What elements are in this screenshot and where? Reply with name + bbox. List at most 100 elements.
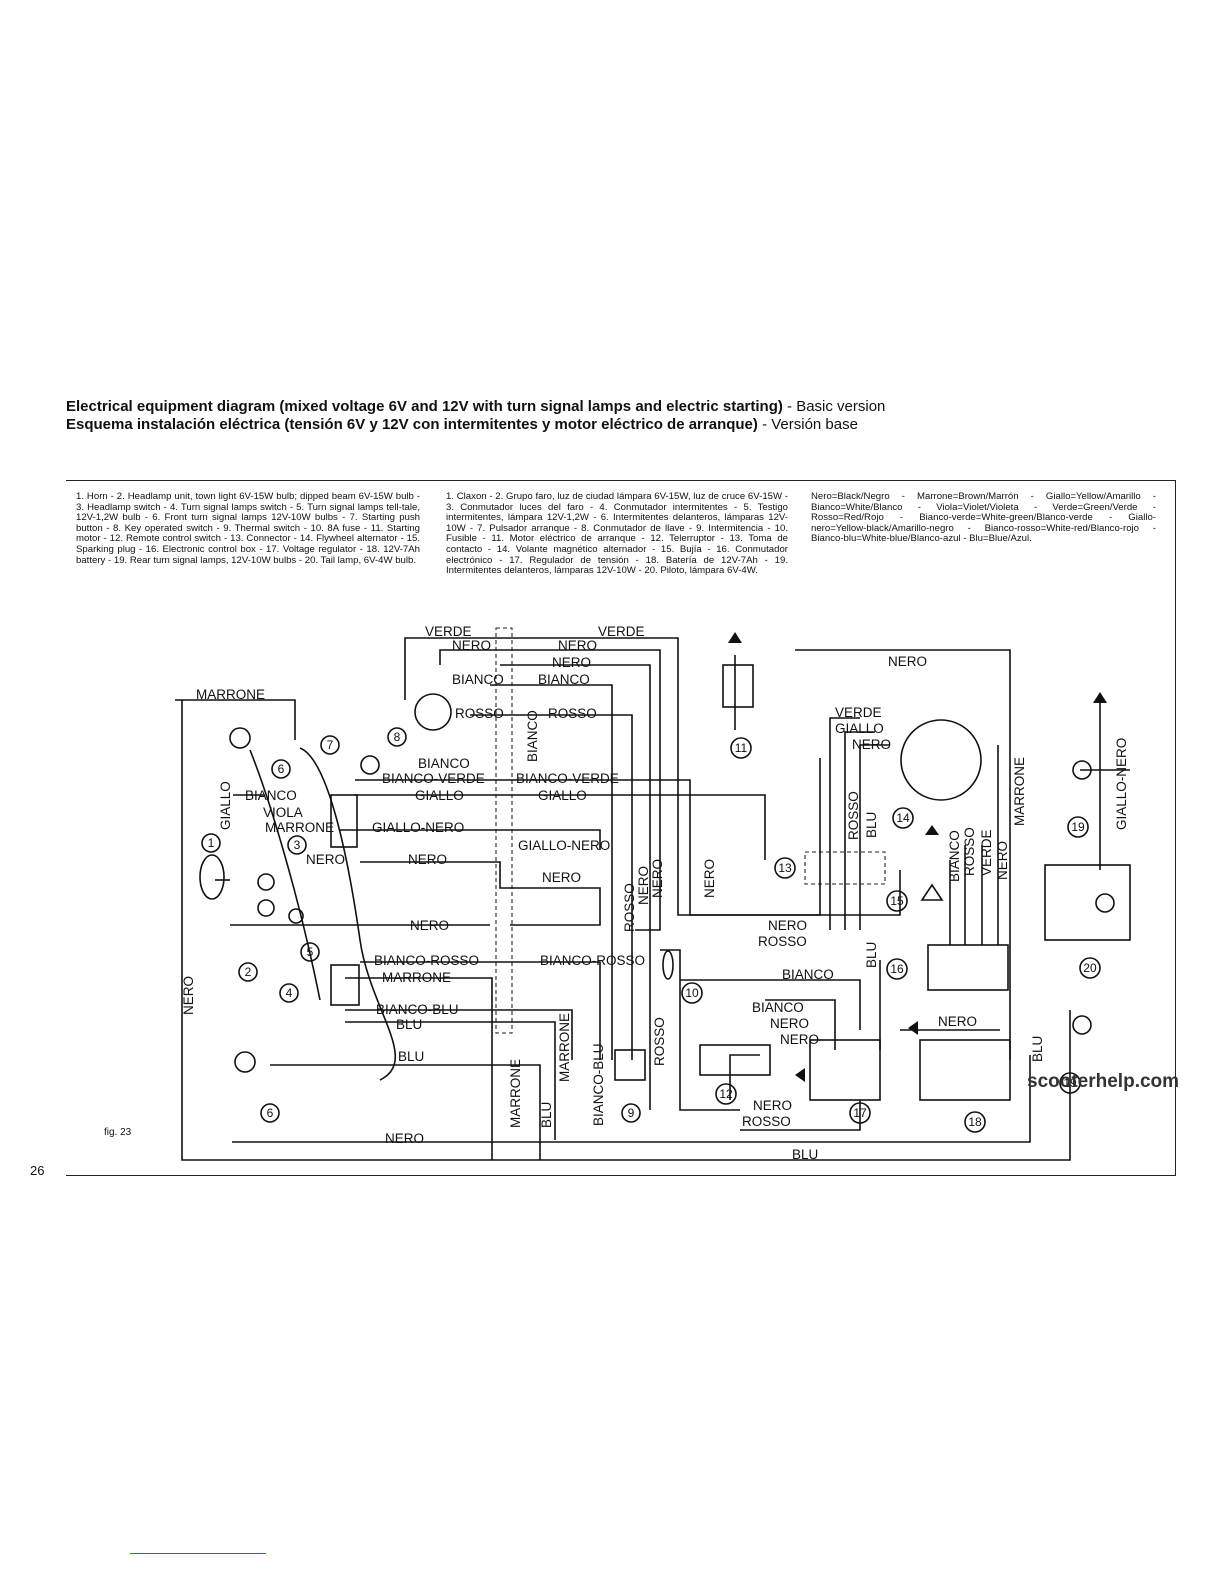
battery-symbol [919,1039,1011,1101]
marker-4: 4 [286,986,293,1000]
label-giallo-v1: GIALLO [218,781,233,830]
label-bianco-blu-v1: BIANCO-BLU [591,1043,606,1126]
label-nero-v4: NERO [702,859,717,898]
label-rosso-v2: ROSSO [846,791,861,840]
label-bianco-4: BIANCO [245,788,297,803]
marker-13: 13 [778,861,792,875]
label-marrone-v2: MARRONE [508,1059,523,1128]
legend-english: 1. Horn - 2. Headlamp unit, town light 6… [76,491,420,566]
watermark: scooterhelp.com [1027,1071,1180,1092]
label-bianco-2: BIANCO [538,672,590,687]
headlamp-bulb-2 [257,899,275,917]
rear-turn-lamp-bottom [1072,1015,1092,1035]
label-blu-v4: BLU [1030,1036,1045,1062]
label-nero-14: NERO [753,1098,792,1113]
label-bianco-5: BIANCO [782,967,834,982]
legend-spanish: 1. Claxon - 2. Grupo faro, luz de ciudad… [446,491,788,577]
label-verde-3: VERDE [835,705,882,720]
label-nero-v1: NERO [181,976,196,1015]
label-nero-5: NERO [852,737,891,752]
tail-lamp-bulb [1095,893,1115,913]
label-marrone-2: MARRONE [265,820,334,835]
label-bianco-rosso-1: BIANCO-ROSSO [374,953,479,968]
label-nero-1: NERO [452,638,491,653]
marker-15: 15 [890,894,904,908]
wire-labels: VERDE VERDE NERO NERO NERO NERO BIANCO B… [196,624,977,1162]
label-bianco-1: BIANCO [452,672,504,687]
label-nero-v2: NERO [636,866,651,905]
label-nero-13: NERO [780,1032,819,1047]
marker-7: 7 [327,738,334,752]
wires [175,637,1130,1161]
ground-arrow-battery [908,1021,918,1035]
marker-16: 16 [890,962,904,976]
label-rosso-v3: ROSSO [962,827,977,876]
marker-3: 3 [294,838,301,852]
label-marrone-v1: MARRONE [1012,757,1027,826]
vertical-wire-labels: GIALLO NERO BIANCO ROSSO NERO NERO NERO … [181,710,1129,1128]
label-nero-10: NERO [768,918,807,933]
label-blu-1: BLU [396,1017,422,1032]
remote-switch-symbol [699,1044,771,1076]
marker-12: 12 [719,1087,733,1101]
label-blu-v1: BLU [864,812,879,838]
label-bianco-v2: BIANCO [947,830,962,882]
label-nero-3: NERO [552,655,591,670]
front-turn-lamp-bottom [234,1051,256,1073]
label-nero-v3: NERO [650,859,665,898]
figure-label: fig. 23 [104,1127,132,1138]
label-giallo-3: GIALLO [538,788,587,803]
label-marrone-1: MARRONE [196,687,265,702]
ground-arrow-motor [728,632,742,643]
turn-switch-symbol [330,964,360,1006]
label-nero-2: NERO [558,638,597,653]
bottom-link-line[interactable] [130,1553,266,1554]
electronic-box-symbol [927,944,1009,991]
label-rosso-v1: ROSSO [622,883,637,932]
marker-9: 9 [628,1106,635,1120]
marker-19b: 19 [1063,1076,1077,1090]
title-english: Electrical equipment diagram (mixed volt… [66,398,886,415]
starting-motor-symbol [722,664,754,708]
ground-arrow-regulator [795,1068,805,1082]
label-viola: VIOLA [263,805,303,820]
marker-11: 11 [735,741,748,755]
label-giallo-2: GIALLO [415,788,464,803]
label-giallo-1: GIALLO [835,721,884,736]
page-number: 26 [30,1163,45,1178]
label-marrone-v3: MARRONE [557,1013,572,1082]
regulator-symbol [809,1039,881,1101]
label-blu-2: BLU [398,1049,424,1064]
label-nero-15: NERO [385,1131,424,1146]
label-rosso-v4: ROSSO [652,1017,667,1066]
marker-19a: 19 [1071,820,1085,834]
label-nero-7: NERO [408,852,447,867]
label-bianco-6: BIANCO [752,1000,804,1015]
label-nero-11: NERO [938,1014,977,1029]
tail-lamp-housing [1044,864,1131,941]
label-giallo-nero-v1: GIALLO-NERO [1114,738,1129,830]
ground-arrow-rear [1093,692,1107,703]
spark-plug-symbol [920,883,944,901]
ground-arrow-plug [925,825,939,835]
marker-14: 14 [896,811,910,825]
label-bianco-rosso-2: BIANCO-ROSSO [540,953,645,968]
handlebar-outline [299,747,397,1081]
rear-turn-lamp-top [1072,760,1092,780]
marker-18: 18 [968,1115,982,1129]
label-nero-4: NERO [888,654,927,669]
headlamp-switch-symbol [330,794,358,848]
title-spanish: Esquema instalación eléctrica (tensión 6… [66,416,858,433]
tell-tale-bulb [288,908,304,924]
label-bianco-verde-2: BIANCO-VERDE [516,771,619,786]
component-markers: 1 2 3 4 5 6 6 7 8 9 10 11 12 13 14 15 16… [201,727,1101,1133]
fuse-symbol [662,950,674,980]
diagram-frame [66,480,1176,1176]
marker-2: 2 [245,965,252,979]
label-rosso-2: ROSSO [548,706,597,721]
label-bianco-blu-1: BIANCO-BLU [376,1002,459,1017]
headlamp-bulb-1 [257,873,275,891]
flywheel-symbol [900,719,982,801]
marker-6b: 6 [267,1106,274,1120]
